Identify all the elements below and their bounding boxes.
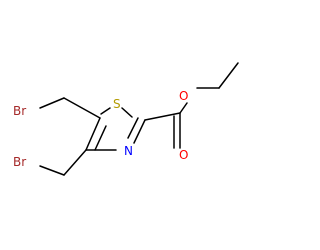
bond-c4-ch2 <box>63 149 87 176</box>
bond-c2-carbonyl <box>144 112 181 121</box>
bond-ch2-ch3 <box>218 62 239 89</box>
bond-lines <box>39 62 239 176</box>
atom-label-carbonyl-oxygen: O <box>179 148 188 162</box>
bond-n-c2-inner <box>127 117 139 139</box>
atom-label-br-upper: Br <box>13 104 26 118</box>
atom-label-sulfur: S <box>113 97 121 111</box>
bond-n-c2 <box>133 119 146 144</box>
bond-c5-c4-inner <box>94 125 107 151</box>
bond-c5-c4 <box>85 117 101 151</box>
atom-label-nitrogen: N <box>124 144 133 158</box>
chemical-structure-diagram: Br Br S N O O <box>13 62 239 176</box>
bond-ch2-br-lower <box>39 165 65 176</box>
bond-ch2-br-upper <box>39 97 65 109</box>
atom-label-ester-oxygen: O <box>179 89 188 103</box>
atom-label-br-lower: Br <box>13 155 26 169</box>
bond-carbonyl-o-ester <box>179 102 188 114</box>
bond-s-c2 <box>121 107 133 118</box>
bond-c5-ch2 <box>63 97 101 119</box>
bond-s-c5 <box>100 107 111 115</box>
